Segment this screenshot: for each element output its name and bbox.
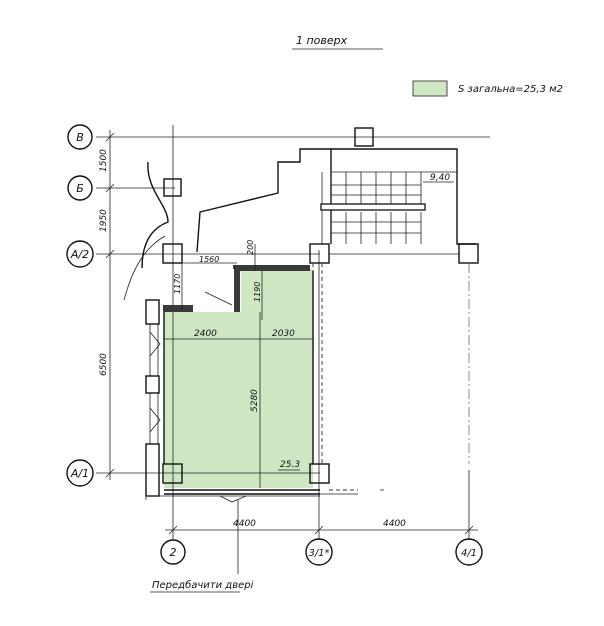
column-be [163, 178, 182, 197]
dark-wall-left [163, 305, 193, 312]
svg-text:Б: Б [76, 182, 84, 195]
svg-text:В: В [76, 131, 84, 144]
svg-text:4/1: 4/1 [461, 548, 477, 559]
axis-col-2: 2 [160, 539, 186, 565]
svg-text:3/1*: 3/1* [308, 548, 329, 559]
bottom-door-swing [219, 495, 247, 503]
dim-4400-left: 4400 [233, 519, 256, 529]
room-area [164, 269, 313, 488]
legend-label: S загальна=25,3 м2 [458, 84, 563, 95]
dim-1950: 1950 [99, 209, 109, 232]
axis-row-be: Б [67, 175, 93, 201]
dim-2400: 2400 [194, 329, 217, 339]
svg-text:2: 2 [170, 546, 177, 559]
dim-4400-right: 4400 [383, 519, 406, 529]
axis-col-4-1: 4/1 [455, 538, 483, 566]
stair-treads [320, 172, 454, 244]
column-top [354, 127, 374, 147]
axis-row-a1: А/1 [66, 459, 94, 487]
dim-1170: 1170 [173, 274, 182, 294]
dim-1560: 1560 [199, 255, 219, 264]
column-a2-mid [309, 243, 330, 264]
svg-text:А/2: А/2 [70, 248, 89, 261]
column-a1-mid [309, 463, 330, 484]
door-note: Передбачити двері [152, 579, 254, 591]
curved-wall [141, 161, 169, 269]
column-a2-left [162, 243, 183, 264]
floor-title: 1 поверх [296, 34, 348, 47]
axis-col-3-1: 3/1* [305, 538, 333, 566]
axis-row-a2: А/2 [66, 240, 94, 268]
dim-1500: 1500 [99, 149, 109, 172]
dim-200: 200 [246, 240, 255, 255]
door-leaf [204, 291, 233, 306]
left-facade [145, 299, 320, 500]
dim-1190: 1190 [253, 282, 262, 302]
stair-level-mark: 9,40 [430, 173, 450, 183]
area-value: 25.3 [280, 460, 300, 470]
column-a2-right [458, 243, 479, 264]
dim-6500: 6500 [99, 353, 109, 376]
column-a1-left [162, 463, 183, 484]
legend-swatch [412, 80, 448, 97]
dim-5280: 5280 [250, 389, 260, 412]
stair-block-outline [330, 148, 476, 245]
dark-wall-top [234, 265, 310, 312]
dim-2030: 2030 [272, 329, 295, 339]
svg-text:А/1: А/1 [70, 467, 89, 480]
axis-row-v: В [67, 124, 93, 150]
